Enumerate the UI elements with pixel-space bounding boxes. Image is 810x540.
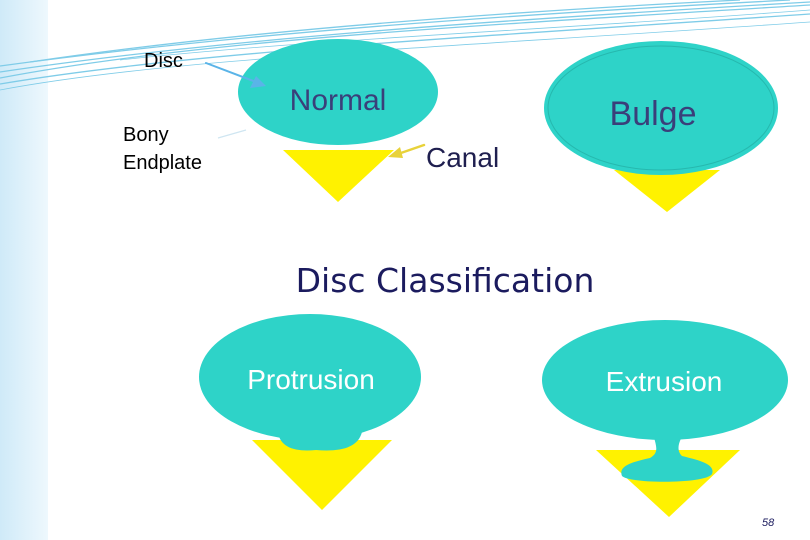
bulge-disc-group: Bulge: [544, 41, 778, 212]
left-bar-decoration: [0, 0, 48, 540]
protrusion-canal-triangle: [252, 440, 392, 510]
normal-disc-group: Normal: [238, 39, 438, 202]
bulge-canal-triangle: [614, 170, 720, 212]
canal-label: Canal: [426, 142, 499, 173]
bulge-label: Bulge: [610, 95, 697, 133]
bony-endplate-label-line2: Endplate: [123, 152, 202, 174]
disc-label: Disc: [144, 50, 183, 72]
protrusion-label: Protrusion: [247, 364, 375, 395]
protrusion-disc-group: Protrusion: [199, 314, 421, 510]
normal-label: Normal: [290, 84, 387, 117]
normal-canal-triangle: [283, 150, 394, 202]
extrusion-disc-group: Extrusion: [542, 320, 788, 517]
slide-title: Disc Classification: [296, 261, 595, 300]
page-number: 58: [762, 517, 775, 529]
bony-endplate-label-line1: Bony: [123, 124, 169, 146]
canal-arrow: [388, 145, 424, 158]
extrusion-label: Extrusion: [606, 366, 723, 397]
endplate-pointer-line: [218, 130, 246, 138]
